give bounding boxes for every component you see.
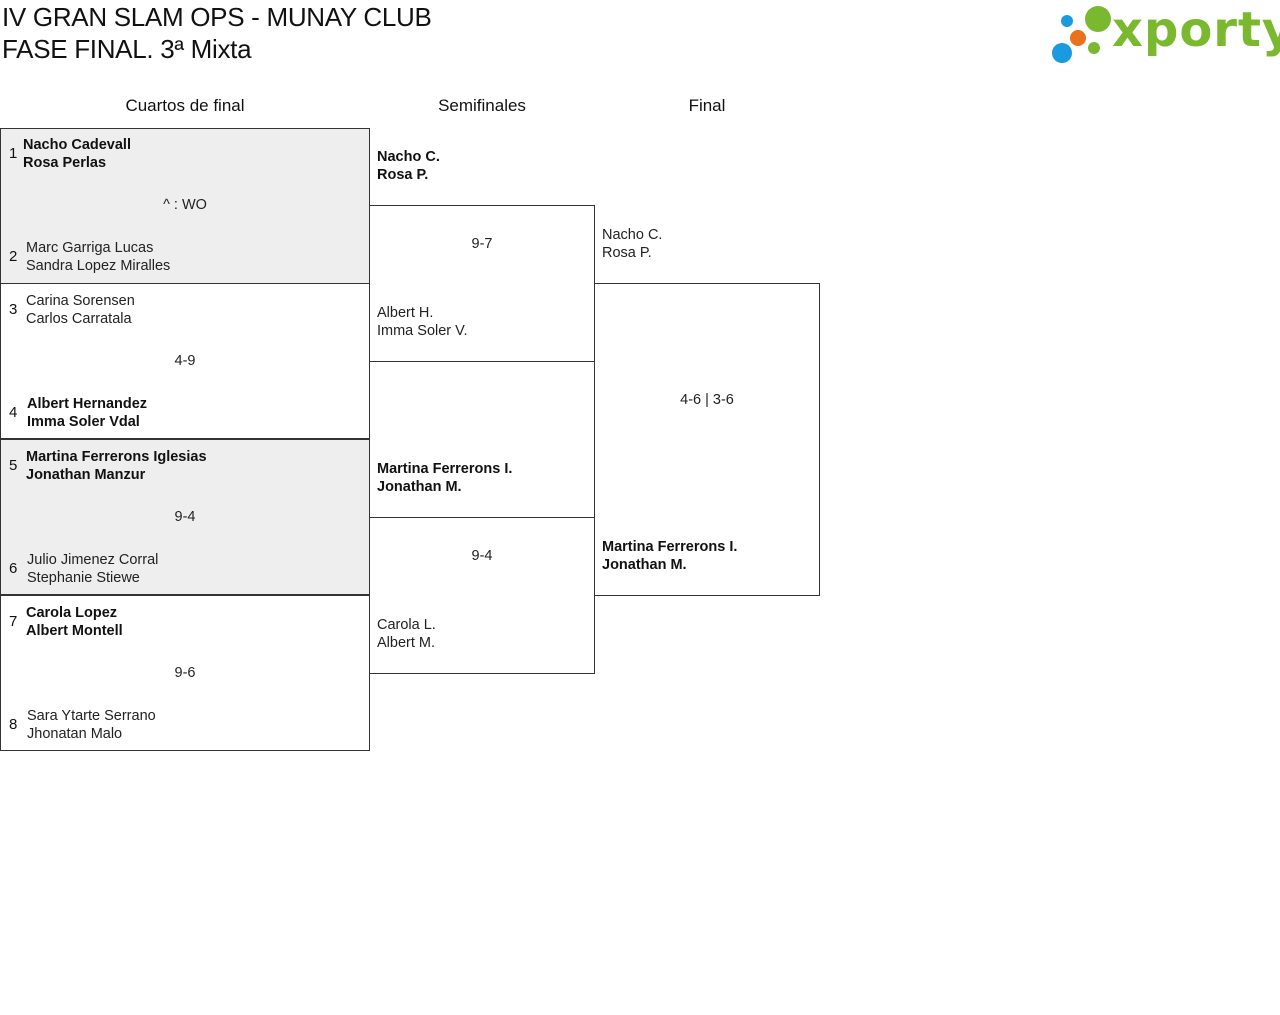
page-title: IV GRAN SLAM OPS - MUNAY CLUB <box>2 2 432 32</box>
match-score: ^ : WO <box>163 197 207 213</box>
player-name: Carlos Carratala <box>26 311 132 327</box>
final-match[interactable]: 4-6 | 3-6 Martina Ferrerons I. Jonathan … <box>594 283 820 596</box>
player-name: Carola L. <box>377 617 436 633</box>
match-score: 9-7 <box>471 236 493 252</box>
match-score: 9-4 <box>174 509 196 525</box>
round-header-semifinals: Semifinales <box>438 96 526 115</box>
player-name: Albert Hernandez <box>27 396 148 412</box>
player-name: Nacho C. <box>377 149 440 165</box>
player-name: Martina Ferrerons I. <box>602 539 738 555</box>
semifinal-match-2[interactable]: 9-4 Carola L. Albert M. <box>369 517 595 674</box>
seed-number: 8 <box>9 716 18 733</box>
match-score: 4-6 | 3-6 <box>680 392 734 408</box>
quarterfinal-match-4[interactable]: 7 Carola Lopez Albert Montell 9-6 8 Sara… <box>0 595 370 751</box>
player-name: Jonathan Manzur <box>26 467 146 483</box>
seed-number: 3 <box>9 301 18 318</box>
semifinal-2-team-top[interactable]: Martina Ferrerons I. Jonathan M. <box>377 460 512 496</box>
final-team-top[interactable]: Nacho C. Rosa P. <box>602 226 662 262</box>
page-subtitle: FASE FINAL. 3ª Mixta <box>2 34 252 64</box>
semifinal-2-team-bottom[interactable]: Carola L. Albert M. <box>377 616 436 652</box>
player-name: Martina Ferrerons Iglesias <box>26 449 207 465</box>
player-name: Marc Garriga Lucas <box>26 240 154 256</box>
team-bottom[interactable]: Julio Jimenez Corral Stephanie Stiewe <box>27 551 158 587</box>
team-bottom[interactable]: Albert Hernandez Imma Soler Vdal <box>27 395 147 431</box>
match-score: 9-4 <box>471 548 493 564</box>
seed-number: 5 <box>9 457 18 474</box>
quarterfinal-match-3[interactable]: 5 Martina Ferrerons Iglesias Jonathan Ma… <box>0 439 370 595</box>
player-name: Rosa P. <box>602 245 652 261</box>
player-name: Nacho Cadevall <box>23 137 131 153</box>
final-team-bottom[interactable]: Martina Ferrerons I. Jonathan M. <box>602 538 737 574</box>
logo-wordmark: xporty <box>1112 2 1280 58</box>
player-name: Albert Montell <box>26 623 123 639</box>
semifinal-match-1[interactable]: 9-7 Albert H. Imma Soler V. <box>369 205 595 362</box>
player-name: Imma Soler Vdal <box>27 414 140 430</box>
seed-number: 1 <box>9 145 18 162</box>
xporty-logo[interactable]: xporty <box>1050 4 1280 68</box>
quarterfinal-match-2[interactable]: 3 Carina Sorensen Carlos Carratala 4-9 4… <box>0 283 370 439</box>
player-name: Jhonatan Malo <box>27 726 123 742</box>
team-top[interactable]: Nacho Cadevall Rosa Perlas <box>23 136 131 172</box>
seed-number: 2 <box>9 248 18 265</box>
player-name: Sara Ytarte Serrano <box>27 708 156 724</box>
round-header-final: Final <box>688 96 726 115</box>
player-name: Rosa Perlas <box>23 155 107 171</box>
match-score: 4-9 <box>174 353 196 369</box>
player-name: Martina Ferrerons I. <box>377 461 513 477</box>
seed-number: 6 <box>9 560 18 577</box>
player-name: Albert H. <box>377 305 434 321</box>
seed-number: 4 <box>9 404 18 421</box>
logo-dots-icon <box>1052 6 1111 63</box>
team-top[interactable]: Martina Ferrerons Iglesias Jonathan Manz… <box>26 448 207 484</box>
player-name: Albert M. <box>377 635 436 651</box>
quarterfinal-match-1[interactable]: 1 Nacho Cadevall Rosa Perlas ^ : WO 2 Ma… <box>0 128 370 284</box>
player-name: Jonathan M. <box>602 557 687 573</box>
round-header-quarterfinals: Cuartos de final <box>125 96 245 115</box>
player-name: Sandra Lopez Miralles <box>26 258 171 274</box>
player-name: Nacho C. <box>602 227 663 243</box>
player-name: Julio Jimenez Corral <box>27 552 159 568</box>
seed-number: 7 <box>9 613 18 630</box>
team-top[interactable]: Carina Sorensen Carlos Carratala <box>26 292 135 328</box>
team-top[interactable]: Carola Lopez Albert Montell <box>26 604 123 640</box>
player-name: Stephanie Stiewe <box>27 570 140 586</box>
player-name: Imma Soler V. <box>377 323 468 339</box>
player-name: Rosa P. <box>377 167 429 183</box>
player-name: Carola Lopez <box>26 605 118 621</box>
team-bottom[interactable]: Marc Garriga Lucas Sandra Lopez Miralles <box>26 239 170 275</box>
player-name: Carina Sorensen <box>26 293 135 309</box>
match-score: 9-6 <box>174 665 196 681</box>
team-bottom[interactable]: Sara Ytarte Serrano Jhonatan Malo <box>27 707 156 743</box>
semifinal-1-team-top[interactable]: Nacho C. Rosa P. <box>377 148 440 184</box>
semifinal-1-team-bottom[interactable]: Albert H. Imma Soler V. <box>377 304 468 340</box>
player-name: Jonathan M. <box>377 479 462 495</box>
